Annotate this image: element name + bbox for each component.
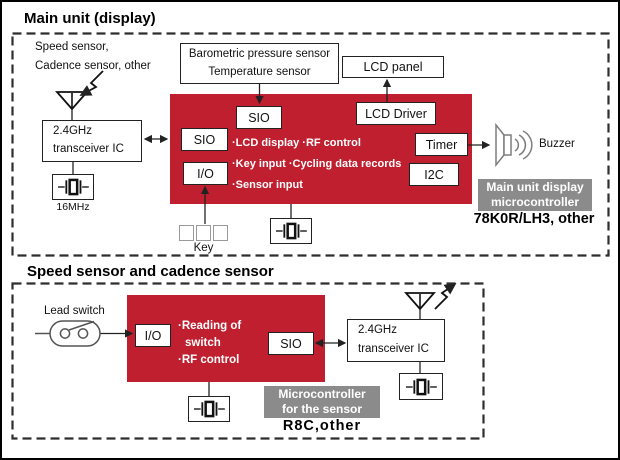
crystal-box-16mhz: [52, 174, 94, 200]
crystal-box-transceiver2: [399, 373, 443, 400]
transceiver-box: 2.4GHz transceiver IC: [42, 120, 142, 162]
key-label: Key: [193, 242, 214, 254]
crystal-icon: [406, 378, 437, 395]
function-line: switch: [185, 337, 221, 349]
main-unit-boundary: [11, 32, 610, 257]
transceiver-freq: 2.4GHz: [358, 324, 397, 337]
main-mcu-tag: Main unit display microcontroller: [478, 179, 592, 211]
sio-box-sensor: SIO: [268, 332, 314, 355]
antenna-icon: [55, 70, 104, 111]
mcu-tag-line1: Main unit display: [486, 180, 584, 194]
wireless-source-note-line2: Cadence sensor, other: [35, 60, 151, 72]
sensor-mcu-tag: Microcontroller for the sensor: [264, 386, 380, 418]
sensor-unit-title: Speed sensor and cadence sensor: [27, 263, 274, 280]
function-line: ·LCD display ·RF control: [232, 137, 361, 149]
transceiver-name: transceiver IC: [358, 342, 429, 355]
buzzer-icon: [495, 122, 533, 168]
io-box: I/O: [183, 162, 228, 185]
function-line: ·RF control: [178, 354, 240, 366]
antenna-icon-2: [404, 283, 457, 311]
transceiver-name: transceiver IC: [53, 143, 124, 156]
crystal-icon: [194, 400, 225, 418]
lead-switch-label: Lead switch: [44, 305, 105, 317]
sensor-unit-boundary: [11, 282, 485, 440]
sio-top-box: SIO: [236, 106, 282, 129]
function-line: ·Reading of: [178, 320, 242, 332]
pressure-temp-sensor-box: Barometric pressure sensor Temperature s…: [180, 43, 339, 84]
timer-box: Timer: [415, 133, 468, 156]
pressure-sensor-label: Barometric pressure sensor: [188, 47, 331, 60]
key-button-1: [179, 225, 194, 241]
crystal-box-main: [270, 218, 312, 244]
i2c-box: I2C: [409, 163, 459, 186]
transceiver-box-sensor: 2.4GHz transceiver IC: [347, 319, 445, 362]
mcu-tag-line2: microcontroller: [490, 195, 580, 209]
buzzer-label: Buzzer: [539, 138, 575, 150]
temp-sensor-label: Temperature sensor: [208, 65, 311, 78]
transceiver-freq: 2.4GHz: [53, 125, 92, 138]
sensor-mcu-name: R8C,other: [282, 418, 362, 434]
wireless-source-note-line1: Speed sensor,: [35, 41, 109, 53]
lcd-panel-box: LCD panel: [342, 56, 444, 78]
main-unit-connectors: [71, 78, 491, 224]
function-line: ·Key input ·Cycling data records: [232, 158, 402, 170]
function-line: ·Sensor input: [232, 179, 303, 191]
main-unit-title: Main unit (display): [24, 10, 156, 27]
crystal-box-sensor: [188, 396, 230, 422]
crystal-icon: [276, 222, 307, 240]
io-box-sensor: I/O: [135, 324, 171, 347]
crystal-freq-label: 16MHz: [56, 201, 90, 213]
lcd-driver-box: LCD Driver: [356, 102, 436, 125]
lead-switch-icon: [35, 320, 101, 347]
main-mcu-functions: ·LCD display ·RF control ·Key input ·Cyc…: [232, 133, 401, 196]
mcu-tag-line1: Microcontroller: [278, 387, 366, 401]
sio-left-box: SIO: [181, 128, 228, 151]
key-button-3: [213, 225, 228, 241]
mcu-tag-line2: for the sensor: [281, 402, 362, 416]
main-mcu-name: 78K0R/LH3, other: [473, 211, 595, 227]
crystal-icon: [58, 178, 89, 196]
key-button-2: [196, 225, 211, 241]
sensor-mcu-functions: ·Reading of switch ·RF control: [178, 318, 241, 369]
